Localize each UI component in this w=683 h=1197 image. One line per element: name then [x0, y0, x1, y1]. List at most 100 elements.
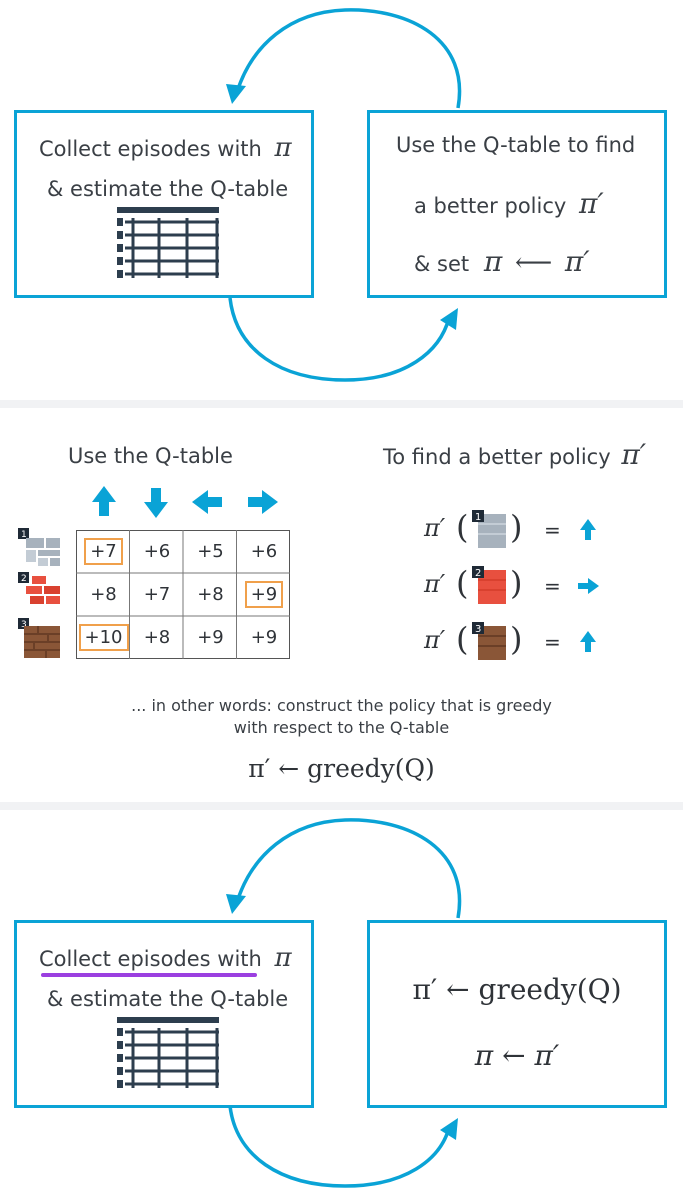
collect-episodes-box: Collect episodes with π & estimate the Q… [14, 110, 314, 298]
policy-row: π′ (1) = [420, 508, 620, 552]
cycle-arrows-bottom [226, 818, 462, 1188]
state-1-icon: 1 [472, 510, 506, 548]
up-arrow-icon [580, 519, 596, 540]
set-label: & set [414, 252, 470, 276]
equals-sign: = [544, 518, 561, 542]
q-value-cell: +7 [131, 574, 184, 615]
paren: ( [456, 564, 469, 602]
caption-line-1: ... in other words: construct the policy… [131, 696, 552, 715]
q-value: +8 [143, 627, 171, 648]
pi-prime-symbol: π′ [424, 626, 446, 654]
q-value: +9 [197, 627, 224, 648]
stone-wall-icon: 1 [18, 528, 60, 566]
q-value-cell: +6 [131, 531, 184, 572]
collect-label: Collect episodes with [39, 947, 262, 971]
use-qtable-label: Use the Q-table to find [396, 133, 636, 157]
paren: ) [510, 564, 523, 602]
pi-symbol: π [274, 133, 292, 163]
svg-text:3: 3 [475, 624, 481, 635]
q-value-cell: +8 [77, 574, 130, 615]
q-value: +7 [143, 584, 171, 605]
equals-sign: = [544, 574, 561, 598]
q-value-cell: +5 [184, 531, 237, 572]
left-arrow-icon [192, 490, 222, 514]
paren: ( [456, 508, 469, 546]
pi-prime-symbol: π′ [424, 514, 446, 542]
q-table: +7 +6 +5 +6 +8 +7 +8 +9 +10 +8 +9 +9 [76, 530, 290, 659]
q-value-cell: +7 [77, 531, 130, 572]
arrowhead-icon [440, 308, 458, 330]
cycle-arrows-top [226, 8, 462, 382]
q-value: +6 [250, 541, 278, 562]
policy-update-box: π′ ← greedy(Q) π ← π′ [367, 920, 667, 1108]
q-table-icon [117, 1017, 219, 1088]
q-value-cell: +8 [131, 617, 184, 658]
q-value: +5 [197, 541, 224, 562]
q-value-cell: +8 [184, 574, 237, 615]
state-icons: 1 2 3 [18, 528, 60, 658]
right-arrow-icon [578, 578, 599, 594]
q-value-cell: +10 [77, 617, 130, 658]
estimate-label: & estimate the Q-table [47, 987, 289, 1011]
right-arrow-icon [248, 490, 278, 514]
state-num: 1 [21, 530, 27, 540]
q-value: +6 [143, 541, 171, 562]
brown-brick-icon: 3 [18, 618, 60, 658]
caption-line-2: with respect to the Q-table [233, 718, 450, 737]
find-better-policy-title: To find a better policy [383, 445, 611, 469]
state-num: 2 [21, 574, 27, 584]
equals-sign: = [544, 630, 561, 654]
q-table-icon [117, 207, 219, 278]
paren: ( [456, 620, 469, 658]
policy-list: π′ (1) = π′ (2) = π′ (3) = [420, 508, 620, 668]
policy-row: π′ (2) = [420, 564, 620, 608]
up-arrow-icon [580, 631, 596, 652]
policy-row: π′ (3) = [420, 620, 620, 664]
state-2-icon: 2 [472, 566, 506, 604]
greedy-formula: π′ ← greedy(Q) [412, 973, 622, 1006]
pi-symbol: π [274, 943, 292, 973]
state-num: 3 [21, 620, 27, 630]
separator [0, 400, 683, 408]
arrowhead-icon [226, 84, 246, 104]
top-panel: Collect episodes with π & estimate the Q… [0, 0, 683, 400]
collect-label: Collect episodes with [39, 137, 262, 161]
svg-text:2: 2 [475, 568, 481, 579]
estimate-label: & estimate the Q-table [47, 177, 289, 201]
arrowhead-icon [440, 1118, 458, 1140]
up-arrow-icon [92, 486, 116, 516]
q-value: +7 [84, 538, 123, 565]
bottom-panel: Collect episodes with π & estimate the Q… [0, 810, 683, 1197]
separator [0, 802, 683, 810]
pi-prime-symbol: π′ [579, 187, 604, 220]
q-value-cell: +9 [184, 617, 237, 658]
q-value: +9 [244, 581, 284, 608]
pi-symbol: π [483, 245, 503, 278]
better-policy-label: a better policy [414, 194, 567, 218]
use-qtable-title: Use the Q-table [68, 444, 233, 468]
pi-prime-symbol: π′ [564, 245, 590, 278]
highlight-underline [41, 973, 257, 977]
paren: ) [510, 508, 523, 546]
q-value: +9 [250, 627, 278, 648]
red-brick-icon: 2 [18, 572, 60, 604]
arrowhead-icon [226, 894, 246, 914]
q-value-cell: +9 [238, 617, 291, 658]
state-3-icon: 3 [472, 622, 506, 660]
pi-prime-symbol: π′ [424, 570, 446, 598]
q-value: +8 [90, 584, 117, 605]
middle-panel: Use the Q-table To find a better policy … [0, 408, 683, 802]
collect-episodes-box: Collect episodes with π & estimate the Q… [14, 920, 314, 1108]
action-arrows [92, 486, 278, 518]
paren: ) [510, 620, 523, 658]
down-arrow-icon [144, 488, 168, 518]
policy-assign-formula: π ← π′ [474, 1039, 560, 1072]
svg-text:1: 1 [475, 512, 481, 523]
q-value-cell: +9 [238, 574, 291, 615]
better-policy-box: Use the Q-table to find a better policy … [367, 110, 667, 298]
greedy-formula: π′ ← greedy(Q) [248, 754, 435, 783]
q-value-cell: +6 [238, 531, 291, 572]
assign-arrow: ⟵ [514, 248, 553, 278]
pi-prime-symbol: π′ [621, 438, 647, 471]
q-value: +10 [78, 624, 129, 651]
